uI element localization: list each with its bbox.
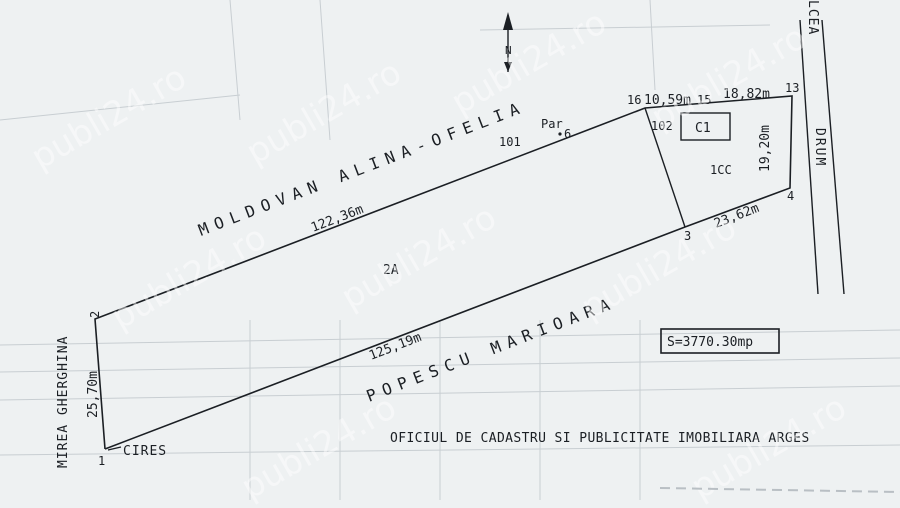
measure-east-side: 19,20m (758, 125, 773, 172)
point-16-label: 16 (627, 93, 641, 107)
watermark: publi24.ro (235, 387, 404, 508)
road-drum (799, 19, 845, 295)
point-1-label: 1 (98, 454, 105, 468)
point-3-label: 3 (684, 229, 691, 243)
measure-top-right: 18,82m (723, 87, 770, 102)
tree-marker (107, 446, 122, 451)
ref-cc: 1CC (710, 163, 732, 177)
area-total-box (660, 328, 780, 354)
point-4-label: 4 (787, 189, 794, 203)
par-value: 6 (564, 127, 571, 141)
point-2-label: 2 (88, 311, 102, 318)
building-c1 (680, 112, 731, 141)
measure-west-side: 25,70m (86, 371, 101, 418)
point-13-label: 13 (785, 81, 799, 95)
point-15-label: 15 (697, 93, 711, 107)
internal-division-line (644, 107, 686, 228)
watermark: publi24.ro (575, 207, 744, 328)
north-marker-label: N (505, 44, 512, 57)
ref-102: 102 (651, 119, 673, 133)
neighbor-west-label: MIREA GHERGHINA (56, 336, 71, 468)
north-arrow-icon (503, 12, 513, 72)
measure-north-side: 122,36m (309, 202, 366, 236)
neighbor-east-label: DRUM (812, 128, 827, 167)
watermark: publi24.ro (445, 2, 614, 123)
watermark: publi24.ro (645, 17, 814, 138)
watermark: publi24.ro (25, 57, 194, 178)
parcel-boundary (94, 95, 793, 450)
ref-101: 101 (499, 135, 521, 149)
road-top-label: LCEA (805, 0, 820, 35)
building-c1-label: C1 (695, 121, 711, 136)
measure-top-left: 10,59m (644, 93, 691, 108)
stamp-trace (659, 487, 900, 493)
area-total-value: S=3770.30mp (667, 335, 753, 350)
parcel-area-label: 2A (383, 263, 399, 278)
tree-label: CIRES (123, 444, 167, 459)
measure-south-side: 125,19m (367, 330, 424, 364)
par-label: Par (541, 117, 563, 131)
watermark: publi24.ro (105, 217, 274, 338)
office-caption: OFICIUL DE CADASTRU SI PUBLICITATE IMOBI… (390, 431, 810, 446)
par-point-dot (558, 132, 562, 136)
